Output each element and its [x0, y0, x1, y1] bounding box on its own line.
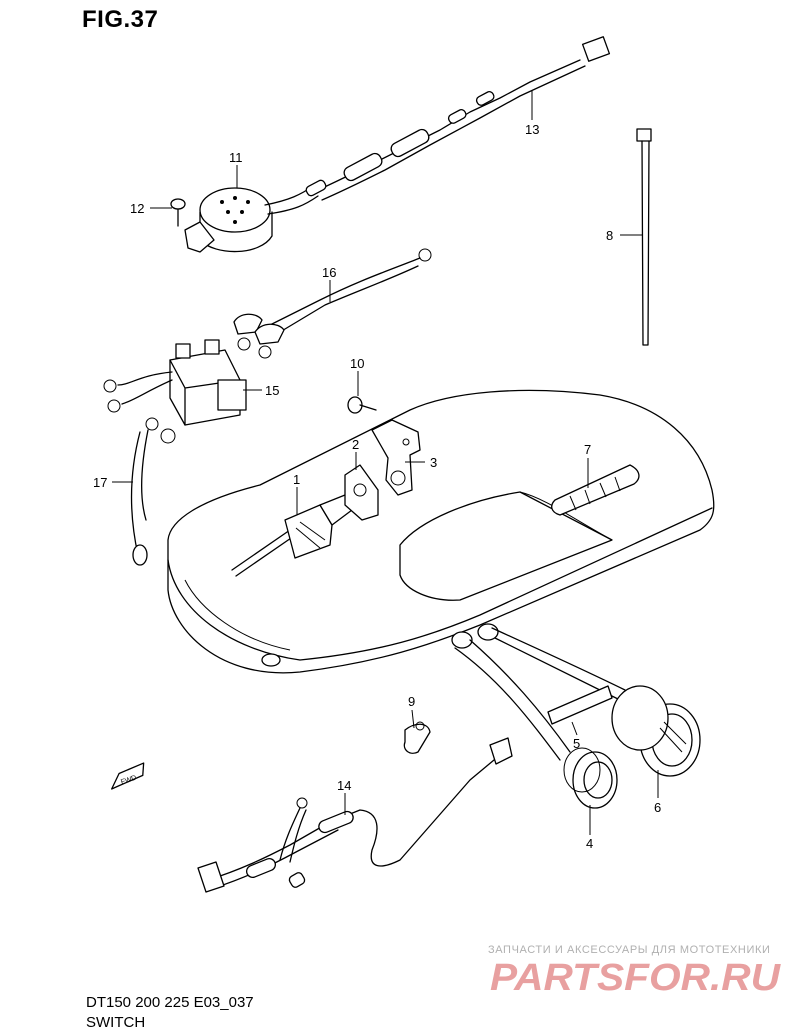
callout-16: 16 — [322, 265, 336, 280]
part-10-screw — [347, 396, 377, 414]
part-16-cable — [233, 248, 432, 359]
callout-8: 8 — [606, 228, 613, 243]
part-1-switch — [231, 494, 353, 577]
part-6-grommet — [611, 685, 701, 777]
part-11-buzzer — [184, 184, 319, 253]
watermark-logo-text: PARTSFOR.RU — [490, 957, 782, 998]
part-5-harness — [451, 623, 626, 761]
callout-1: 1 — [293, 472, 300, 487]
part-17-cable — [130, 417, 176, 566]
part-13-harness — [305, 36, 611, 201]
fwd-arrow: FWD — [111, 762, 145, 790]
part-15-relay — [103, 339, 247, 426]
part-12-screw — [170, 198, 186, 227]
callout-17: 17 — [93, 475, 107, 490]
callout-6: 6 — [654, 800, 661, 815]
footer-section-name: SWITCH — [86, 1014, 146, 1031]
callout-10: 10 — [350, 356, 364, 371]
callout-11: 11 — [229, 150, 243, 165]
part-7-strip — [551, 464, 640, 516]
figure-title: FIG.37 — [82, 6, 159, 33]
callouts: 1 2 3 4 5 6 7 8 9 10 11 12 13 14 15 16 1 — [93, 90, 661, 851]
fwd-arrow-label: FWD — [120, 775, 137, 787]
part-4-grommet — [563, 747, 618, 809]
callout-5: 5 — [573, 736, 580, 751]
part-3-plate — [371, 419, 421, 496]
callout-13: 13 — [525, 122, 539, 137]
footer-diagram-code: DT150 200 225 E03_037 — [86, 994, 254, 1011]
housing-tray — [167, 389, 715, 674]
callout-3: 3 — [430, 455, 437, 470]
callout-2: 2 — [352, 437, 359, 452]
callout-12: 12 — [130, 201, 144, 216]
watermark-logo: PARTSFOR.RU — [490, 957, 782, 998]
callout-4: 4 — [586, 836, 593, 851]
watermark-tagline: ЗАПЧАСТИ И АКСЕССУАРЫ ДЛЯ МОТОТЕХНИКИ — [488, 944, 771, 956]
callout-14: 14 — [337, 778, 351, 793]
part-8-tie — [636, 128, 652, 346]
part-2-bracket — [344, 464, 379, 521]
callout-15: 15 — [265, 383, 279, 398]
callout-7: 7 — [584, 442, 591, 457]
part-14-harness — [197, 737, 513, 893]
part-9-clip — [403, 721, 431, 754]
callout-9: 9 — [408, 694, 415, 709]
